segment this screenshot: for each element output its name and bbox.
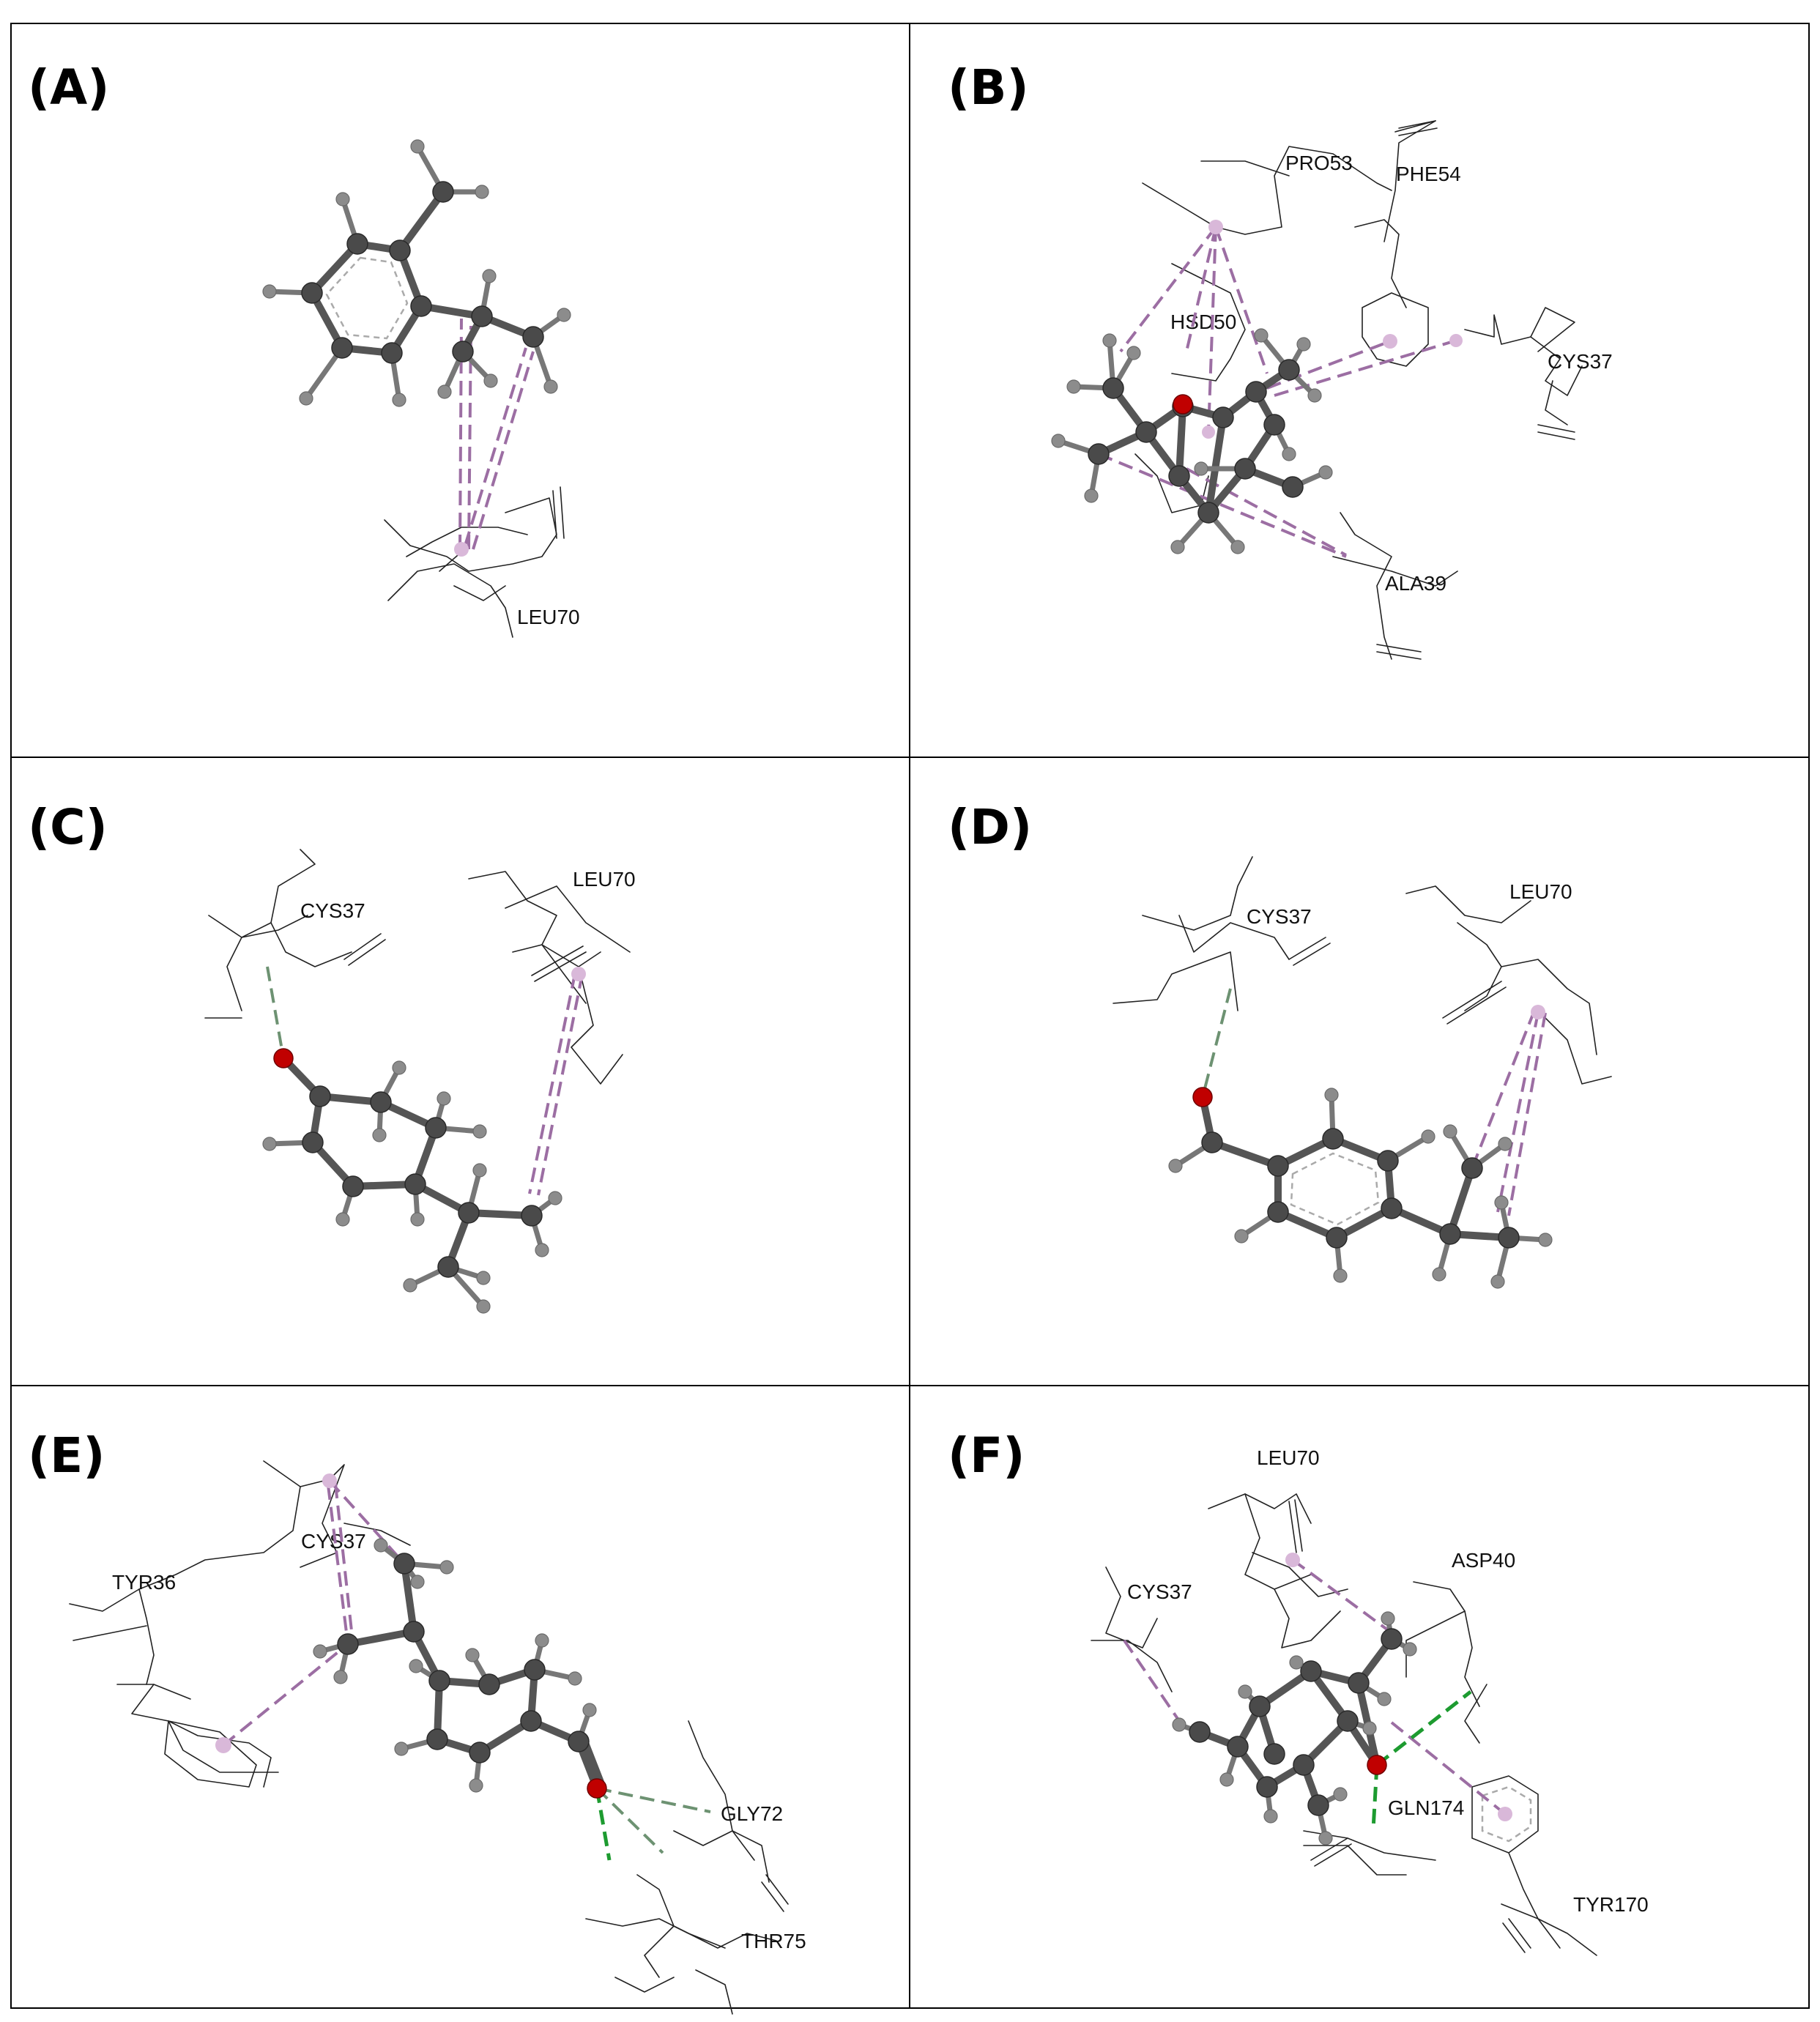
residue-label-tyr36: TYR36 [112, 1571, 176, 1594]
panel-b-letter: (B) [948, 59, 1029, 116]
panel-c: (C) CYS37 LEU70 [28, 799, 636, 1314]
residue-label-phe54: PHE54 [1396, 163, 1461, 185]
panel-grid [10, 23, 1810, 2009]
panel-f: (F) LEU70 ASP40 CYS37 GLN17 [948, 1427, 1649, 1956]
residue-wireframes-b [1134, 120, 1583, 660]
ligand-a [262, 139, 571, 407]
interactions-e [222, 1479, 711, 1861]
ligand-f [1172, 1611, 1417, 1846]
alkyl-center [454, 542, 469, 557]
residue-label-gln174: GLN174 [1388, 1796, 1464, 1819]
panel-a-letter: (A) [28, 59, 109, 116]
interactions-c [266, 966, 584, 1196]
panel-a: (A) LEU70 [28, 59, 580, 638]
residue-label-gly72: GLY72 [721, 1802, 783, 1825]
ligand-b [1051, 328, 1333, 554]
interactions-d [1201, 988, 1547, 1216]
residue-label-asp40: ASP40 [1452, 1549, 1515, 1572]
residue-label-cys37: CYS37 [1548, 350, 1613, 373]
residue-label-cys37: CYS37 [1247, 905, 1312, 928]
panel-f-letter: (F) [948, 1427, 1025, 1484]
residue-label-leu70: LEU70 [573, 868, 636, 891]
residue-wireframes-e [69, 1460, 789, 2015]
residue-label-leu70: LEU70 [1257, 1446, 1320, 1469]
panel-d-letter: (D) [948, 799, 1032, 855]
panel-b: (B) PRO53 PHE54 HSD50 CYS37 ALA39 [948, 59, 1613, 660]
residue-wireframes-c [204, 849, 631, 1085]
residue-wireframes-d [1113, 856, 1612, 1085]
residue-label-pro53: PRO53 [1285, 152, 1353, 174]
residue-label-cys37: CYS37 [300, 899, 365, 922]
panel-e-letter: (E) [28, 1427, 105, 1484]
ligand-c [262, 1048, 562, 1314]
residue-label-leu70: LEU70 [1509, 880, 1572, 903]
residue-label-ala39: ALA39 [1385, 572, 1446, 595]
ligand-e [313, 1538, 607, 1799]
alkyl-interactions-b [1098, 226, 1457, 558]
ligand-d [1168, 1087, 1553, 1289]
residue-label-leu70: LEU70 [517, 606, 580, 628]
panel-c-letter: (C) [28, 799, 108, 855]
residue-label-cys37: CYS37 [1127, 1580, 1192, 1603]
residue-label-tyr170: TYR170 [1573, 1893, 1649, 1916]
residue-label-thr75: THR75 [741, 1930, 806, 1952]
interactions-f [1123, 1558, 1507, 1830]
panel-d: (D) CYS37 LEU70 [948, 799, 1612, 1289]
residue-label-hsd50: HSD50 [1170, 311, 1236, 333]
panel-e: (E) CYS37 TYR36 GLY72 THR75 [28, 1427, 806, 2015]
